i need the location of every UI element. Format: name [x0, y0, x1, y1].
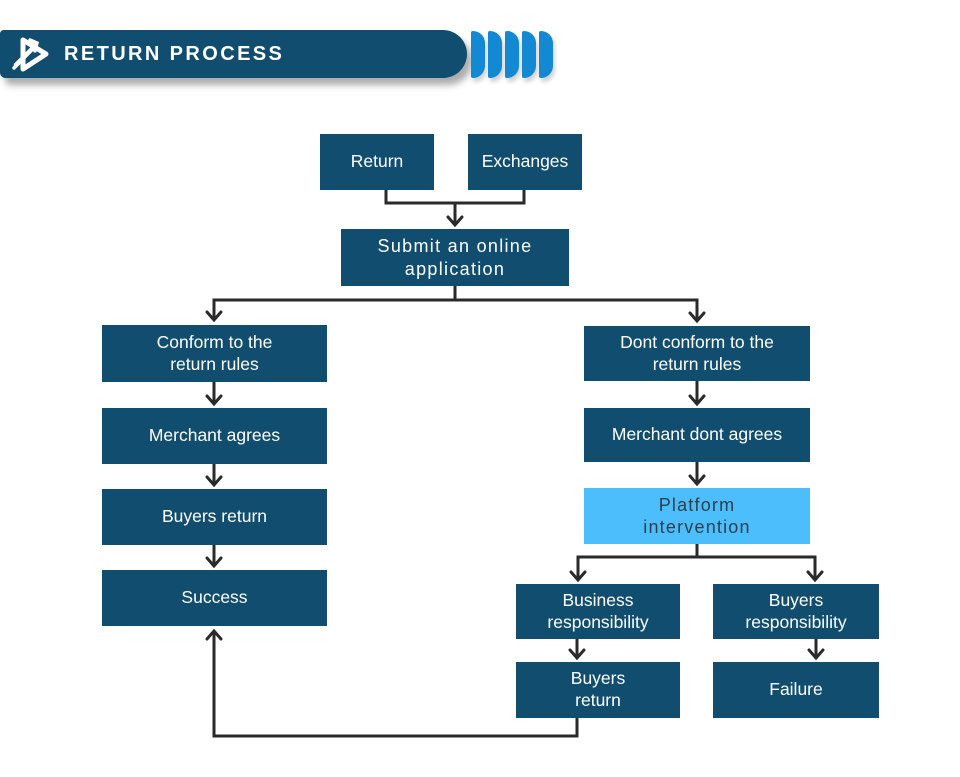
node-merchant-dont-agree: Merchant dont agrees	[584, 408, 810, 462]
node-return: Return	[320, 134, 434, 190]
wrench-play-logo-icon	[12, 37, 49, 72]
node-failure: Failure	[713, 662, 879, 718]
node-submit-application: Submit an online application	[341, 229, 569, 286]
chevron-decoration-icon	[488, 31, 502, 78]
header-banner: RETURN PROCESS	[0, 30, 467, 78]
page-title: RETURN PROCESS	[64, 42, 285, 65]
node-platform-intervention: Platform intervention	[584, 488, 810, 544]
node-merchant-agrees: Merchant agrees	[102, 408, 327, 464]
chevron-decoration-icon	[522, 31, 536, 78]
node-buyers-responsibility: Buyers responsibility	[713, 584, 879, 639]
node-success: Success	[102, 570, 327, 626]
node-exchanges: Exchanges	[468, 134, 582, 190]
node-buyers-return-2: Buyers return	[516, 662, 680, 718]
node-business-responsibility: Business responsibility	[516, 584, 680, 639]
chevron-decoration-icon	[505, 31, 519, 78]
node-conform-rules: Conform to the return rules	[102, 325, 327, 382]
node-buyers-return: Buyers return	[102, 489, 327, 545]
chevron-decoration-icon	[471, 31, 485, 78]
chevron-decoration-icon	[539, 31, 553, 78]
node-dont-conform-rules: Dont conform to the return rules	[584, 326, 810, 381]
